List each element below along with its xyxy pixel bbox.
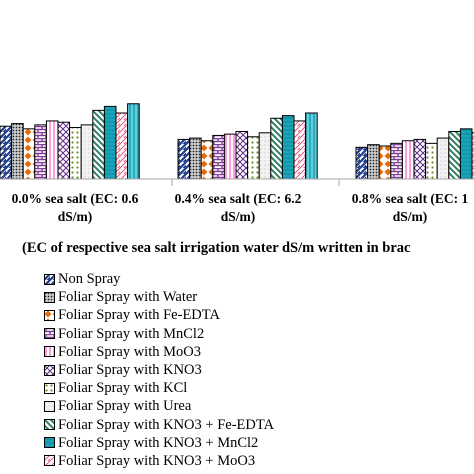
bar-1-2 [11,123,24,180]
bar-2-8 [258,132,272,180]
legend-item: Foliar Spray with KNO3 + Fe-EDTA [44,416,274,434]
legend-swatch [44,309,55,321]
legend-item: Foliar Spray with KNO3 + MnCl2 [44,434,274,452]
legend-swatch [44,419,55,431]
bar-3-3 [378,145,392,180]
legend-label: Foliar Spray with MoO3 [58,343,201,360]
bar-1-9 [92,109,105,180]
legend-swatch [44,455,55,467]
legend-item: Foliar Spray with Water [44,288,274,306]
legend-label: Foliar Spray with KNO3 + Fe-EDTA [58,416,275,433]
bar-1-11 [115,112,129,180]
legend-label: Foliar Spray with KNO3 + MoO3 [58,452,256,469]
bar-2-11 [293,120,307,180]
legend-item: Foliar Spray with KCl [44,379,274,397]
legend-item: Foliar Spray with Fe-EDTA [44,306,274,324]
bar-3-8 [436,137,450,180]
legend-swatch [44,346,55,358]
bar-2-3 [200,140,214,180]
legend-swatch [44,437,55,449]
bar-1-5 [45,120,59,180]
bar-3-2 [367,144,380,180]
legend-swatch [44,291,55,303]
legend-item: Non Spray [44,270,274,288]
bar-2-10 [281,115,295,180]
legend-item: Foliar Spray with MnCl2 [44,325,274,343]
bar-1-8 [80,124,94,180]
bar-2-7 [247,136,260,180]
bar-2-5 [223,133,237,180]
bar-2-12 [305,112,318,180]
bar-3-10 [459,128,473,180]
bar-2-6 [235,130,249,180]
legend-swatch [44,382,55,394]
legend-swatch [44,328,55,340]
bar-1-3 [22,128,36,180]
legend-swatch [44,400,55,412]
bar-2-4 [212,134,225,180]
bar-2-9 [270,117,283,180]
legend-label: Foliar Spray with Fe-EDTA [58,307,220,324]
bar-1-6 [57,121,71,180]
legend-label: Non Spray [58,271,121,288]
bar-3-5 [401,140,415,180]
bar-3-6 [413,138,427,180]
bar-1-12 [127,103,140,180]
legend-item: Foliar Spray with Urea [44,397,274,415]
bar-1-4 [34,124,47,180]
legend-label: Foliar Spray with Urea [58,398,192,415]
legend-item: Foliar Spray with KNO3 + MoO3 [44,452,274,470]
bar-3-7 [425,142,438,180]
x-axis-title: (EC of respective sea salt irrigation wa… [22,240,411,256]
bar-2-2 [189,137,202,180]
legend-item: Foliar Spray with MoO3 [44,343,274,361]
legend-label: Foliar Spray with KNO3 + MnCl2 [58,434,259,451]
bar-2-1 [177,138,191,180]
bar-3-11 [471,132,474,180]
legend-item: Foliar Spray with KNO3 [44,361,274,379]
legend-label: Foliar Spray with KCl [58,380,188,397]
bar-3-4 [390,142,403,180]
legend-label: Foliar Spray with KNO3 [58,362,202,379]
bar-3-1 [355,146,369,180]
legend-swatch [44,364,55,376]
bar-1-10 [103,105,117,180]
legend-label: Foliar Spray with Water [58,289,198,306]
bar-3-9 [448,130,461,180]
legend-swatch [44,273,55,285]
legend-label: Foliar Spray with MnCl2 [58,325,205,342]
bar-1-1 [0,125,13,180]
bar-1-7 [69,127,82,180]
